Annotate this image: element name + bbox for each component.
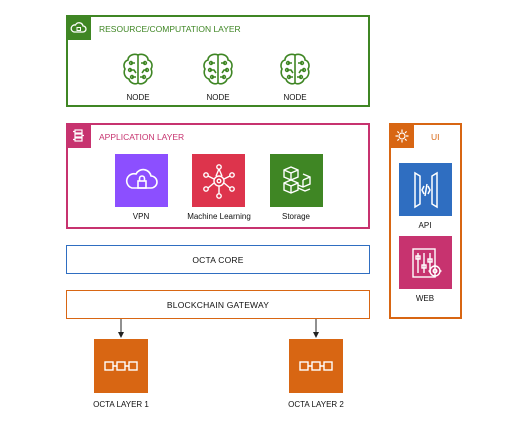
cloud-icon (66, 15, 91, 40)
octa-layer-1-label: OCTA LAYER 1 (93, 400, 149, 409)
app-label-vpn: VPN (132, 212, 150, 221)
machine-learning-icon (192, 154, 245, 207)
arrow-to-layer-2 (313, 319, 319, 338)
ui-gear-icon (389, 123, 414, 148)
ui-label-web: WEB (415, 294, 435, 303)
octa-layer-2-label: OCTA LAYER 2 (288, 400, 344, 409)
octa-core-label: OCTA CORE (192, 254, 244, 265)
application-layer-title: APPLICATION LAYER (99, 132, 185, 142)
api-gateway-icon (399, 163, 452, 216)
brain-icon (200, 51, 236, 87)
chain-icon (289, 339, 343, 393)
ui-group-title: UI (431, 132, 440, 142)
node-label: NODE (283, 93, 307, 102)
vpn-cloud-lock-icon (115, 154, 168, 207)
application-layer-icon (66, 123, 91, 148)
blockchain-gateway-box: BLOCKCHAIN GATEWAY (66, 290, 370, 319)
app-label-machine-learning: Machine Learning (187, 212, 251, 221)
brain-icon (277, 51, 313, 87)
node-label: NODE (206, 93, 230, 102)
app-label-storage: Storage (281, 212, 311, 221)
application-layer-group: APPLICATION LAYER (66, 123, 370, 229)
resource-layer-title: RESOURCE/COMPUTATION LAYER (99, 24, 241, 34)
ui-group: UI (389, 123, 462, 319)
arrow-to-layer-1 (118, 319, 124, 338)
storage-cubes-icon (270, 154, 323, 207)
web-controls-icon (399, 236, 452, 289)
node-label: NODE (126, 93, 150, 102)
blockchain-gateway-label: BLOCKCHAIN GATEWAY (166, 299, 270, 310)
brain-icon (120, 51, 156, 87)
ui-label-api: API (418, 221, 432, 230)
resource-layer-group: RESOURCE/COMPUTATION LAYER (66, 15, 370, 107)
octa-core-box: OCTA CORE (66, 245, 370, 274)
chain-icon (94, 339, 148, 393)
